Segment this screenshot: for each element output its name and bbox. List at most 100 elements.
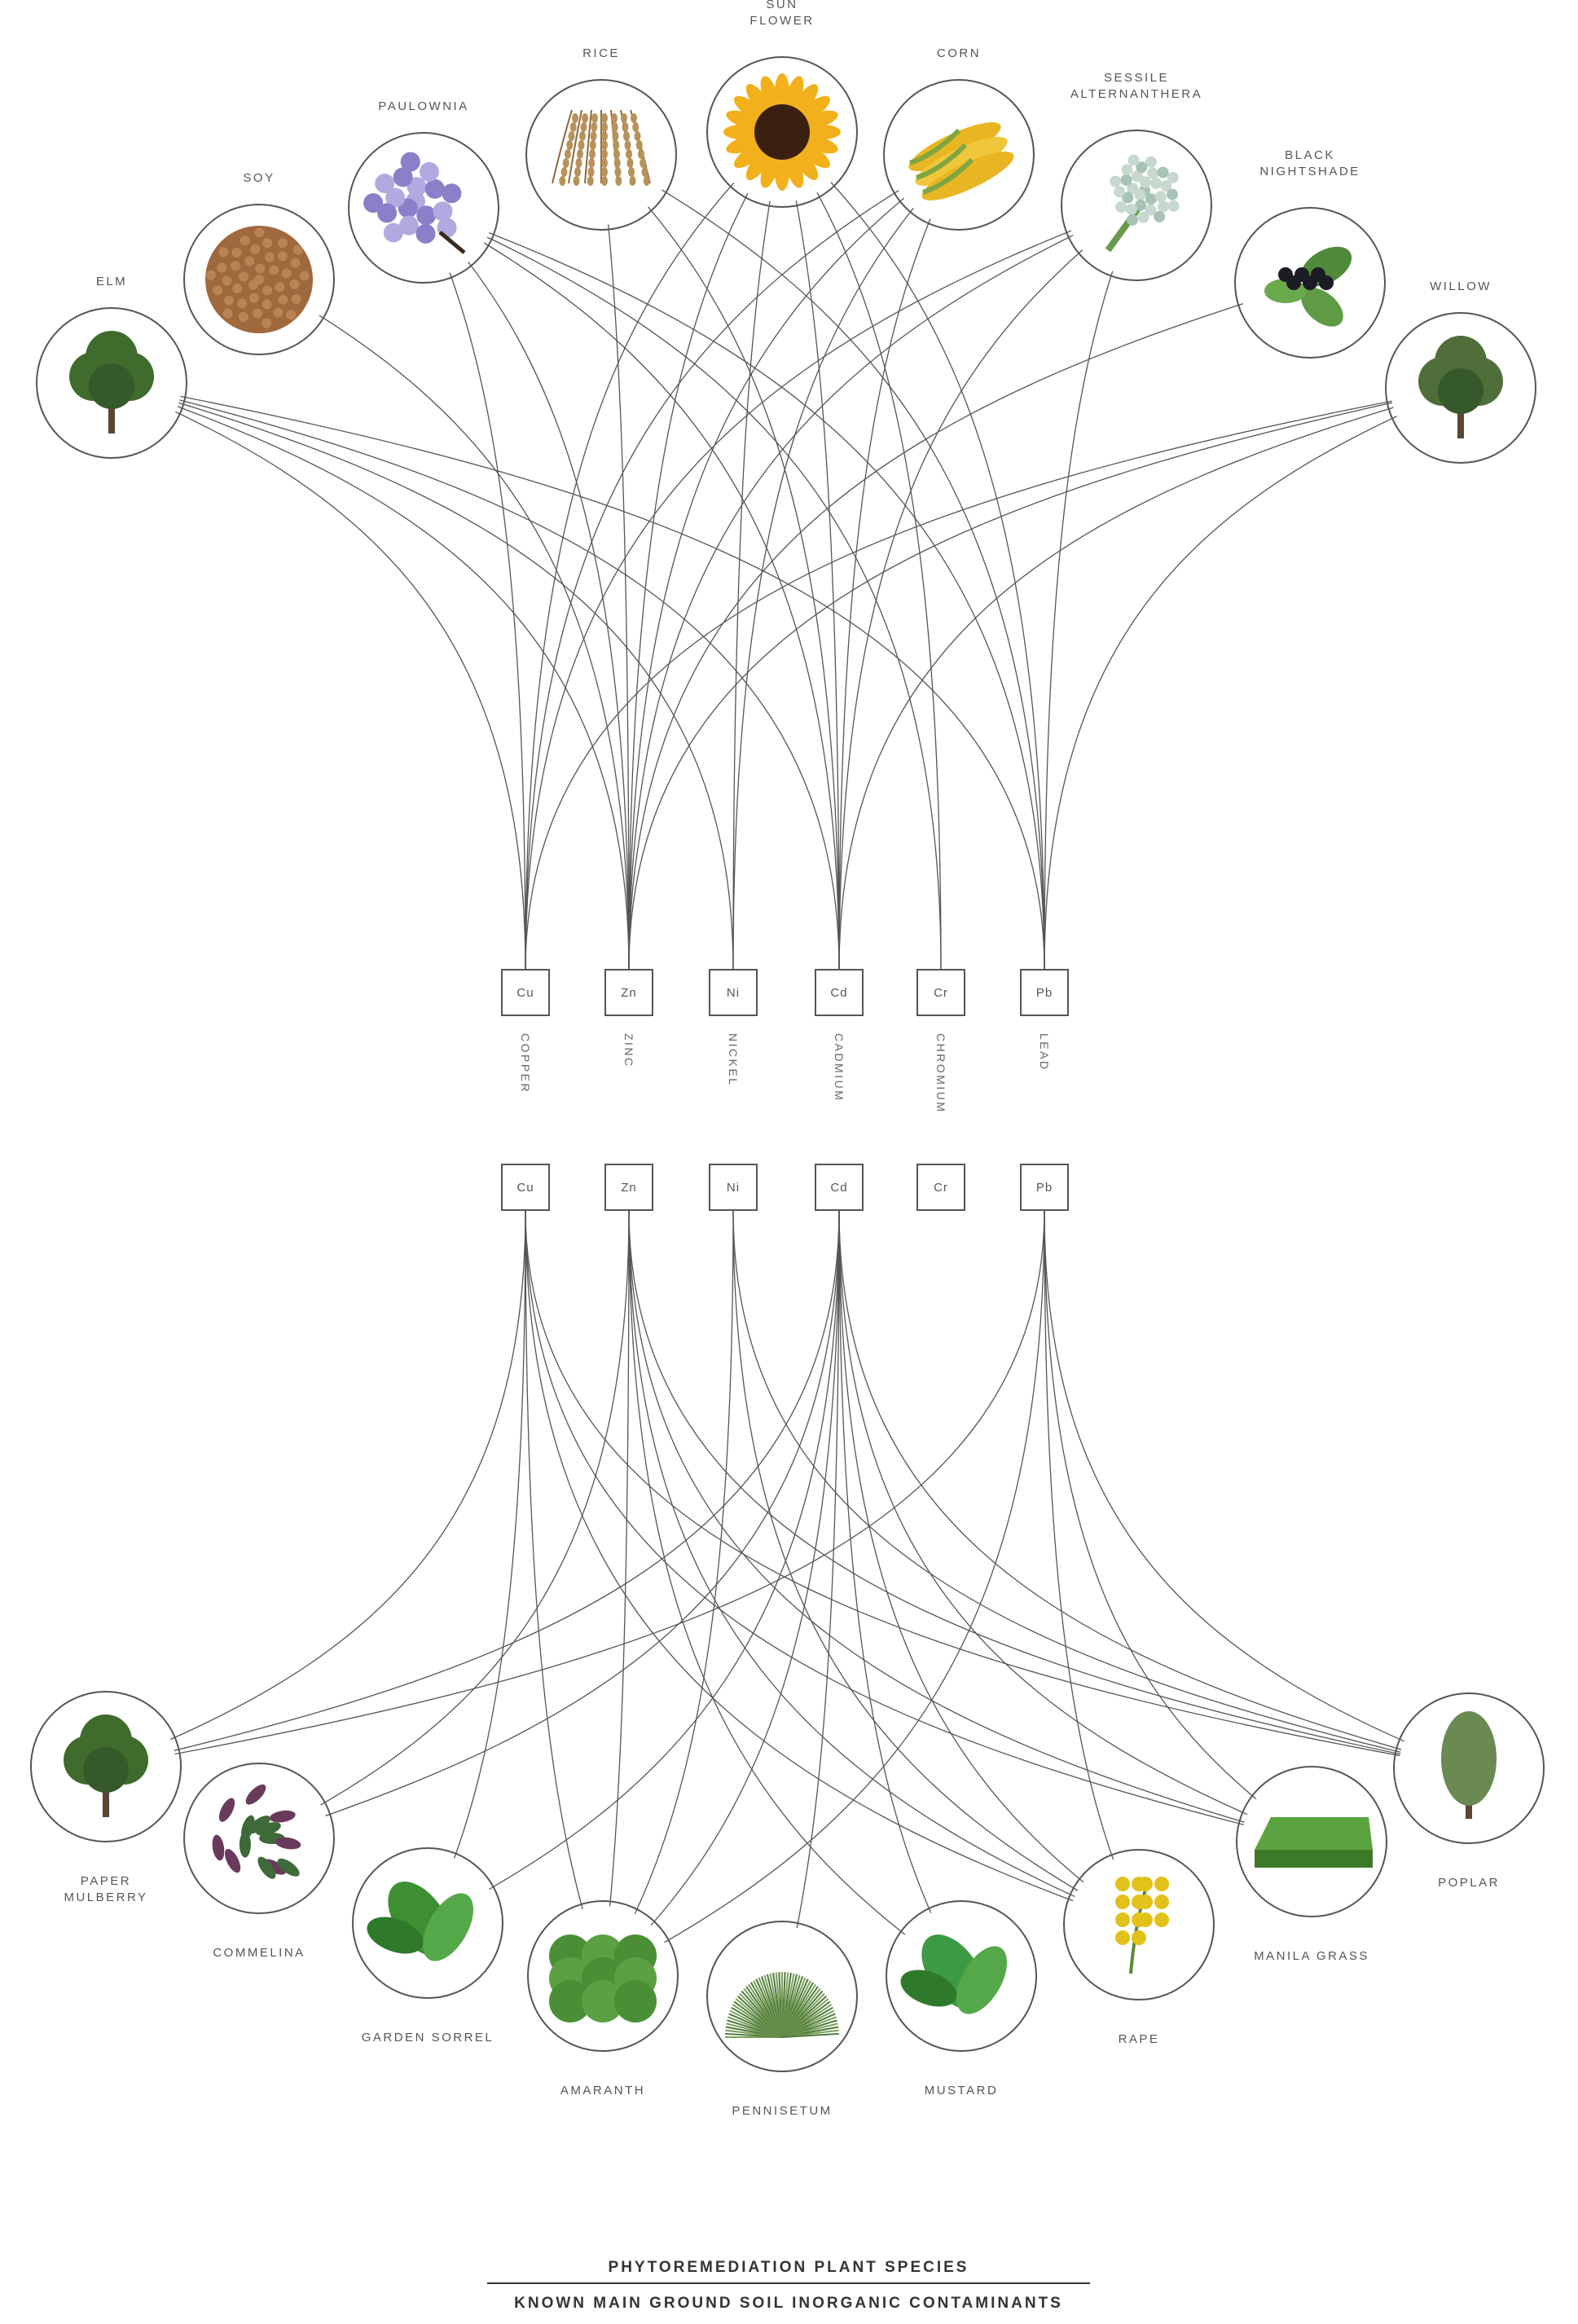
contaminant-box-bottom: Cu bbox=[501, 1164, 550, 1211]
contaminant-box-top: Cd bbox=[815, 969, 864, 1016]
bottom-link bbox=[628, 1209, 962, 1977]
contaminant-symbol: Cu bbox=[516, 1181, 534, 1195]
contaminant-name: ZINC bbox=[622, 1033, 635, 1068]
bottom-link bbox=[1044, 1209, 1470, 1769]
bottom-plant-label-line: COMMELINA bbox=[213, 1946, 305, 1960]
bottom-link bbox=[105, 1209, 840, 1767]
top-link bbox=[600, 154, 840, 971]
top-plant-label-line: FLOWER bbox=[749, 14, 814, 28]
contaminant-symbol: Cr bbox=[934, 986, 948, 1000]
contaminant-symbol: Pb bbox=[1036, 1181, 1053, 1195]
contaminant-box-bottom: Zn bbox=[604, 1164, 653, 1211]
bottom-plant: AMARANTH bbox=[527, 1900, 679, 2097]
top-plant-label-line: WILLOW bbox=[1430, 279, 1492, 293]
bottom-link bbox=[525, 1209, 1312, 1842]
top-link bbox=[732, 154, 960, 971]
contaminant-boxes: CuCuCOPPERZnZnZINCNiNiNICKELCdCdCADMIUMC… bbox=[501, 969, 1069, 1211]
top-link bbox=[111, 382, 840, 971]
bottom-plant-label-line: PAPER bbox=[81, 1874, 131, 1888]
bottom-link bbox=[105, 1209, 526, 1767]
bottom-plant-label-line: MANILA GRASS bbox=[1254, 1949, 1369, 1963]
contaminant-symbol: Ni bbox=[727, 986, 740, 1000]
top-plant-label-line: ELM bbox=[96, 275, 127, 288]
bottom-link bbox=[628, 1209, 1312, 1842]
top-link bbox=[423, 207, 942, 971]
top-link bbox=[628, 131, 783, 971]
rice-icon bbox=[531, 85, 671, 225]
top-link bbox=[628, 205, 1137, 971]
caption-subtitle: KNOWN MAIN GROUND SOIL INORGANIC CONTAMI… bbox=[514, 2295, 1063, 2312]
top-plant-label-line: RICE bbox=[582, 46, 620, 60]
bottom-plant: COMMELINA bbox=[183, 1763, 335, 1960]
contaminant-symbol: Cd bbox=[830, 986, 847, 1000]
bottom-link bbox=[427, 1209, 840, 1924]
top-link bbox=[732, 131, 783, 971]
top-link bbox=[423, 207, 526, 971]
greens-icon bbox=[891, 1906, 1031, 2046]
contaminant-symbol: Zn bbox=[621, 986, 637, 1000]
bottom-plant-label-line: MULBERRY bbox=[64, 1890, 147, 1904]
bottom-link bbox=[628, 1209, 1140, 1926]
leafy-icon bbox=[533, 1906, 673, 2046]
contaminant-box-top: Cu bbox=[501, 969, 550, 1016]
top-plant-label-line: SOY bbox=[243, 171, 275, 185]
top-plant: SOY bbox=[183, 171, 335, 355]
top-link bbox=[258, 279, 630, 971]
bottom-plant: MANILA GRASS bbox=[1236, 1766, 1387, 1963]
top-link bbox=[628, 282, 1311, 971]
tree-icon bbox=[42, 313, 182, 453]
top-plant: CORN bbox=[883, 46, 1035, 231]
bottom-plant-label-line: RAPE bbox=[1119, 2032, 1160, 2046]
top-plant-label-line: ALTERNANTHERA bbox=[1070, 87, 1202, 101]
bottom-plant-label-line: POPLAR bbox=[1438, 1876, 1500, 1890]
yellow-flower-icon bbox=[1069, 1855, 1209, 1995]
top-link bbox=[628, 154, 960, 971]
top-link bbox=[838, 205, 1137, 971]
top-link bbox=[111, 382, 526, 971]
bottom-link bbox=[732, 1209, 1470, 1769]
top-link bbox=[781, 131, 1045, 971]
contaminant-box-top: Pb bbox=[1020, 969, 1069, 1016]
contaminant-symbol: Cd bbox=[830, 1181, 847, 1195]
tree-icon bbox=[36, 1697, 176, 1837]
top-plant-label-line: NIGHTSHADE bbox=[1259, 165, 1360, 178]
contaminant-symbol: Zn bbox=[621, 1181, 637, 1195]
contaminant-symbol: Pb bbox=[1036, 986, 1053, 1000]
bottom-link bbox=[525, 1209, 604, 1977]
top-plant: SUN FLOWER bbox=[706, 0, 858, 208]
top-link bbox=[781, 131, 840, 971]
bottom-link bbox=[258, 1209, 630, 1839]
top-link bbox=[525, 205, 1137, 971]
soybean-icon bbox=[189, 209, 329, 350]
bottom-plant-label-line: GARDEN SORREL bbox=[362, 2031, 494, 2045]
bottom-plant-row: PAPER MULBERRY COMMELINA GARDEN SORREL AMARA… bbox=[30, 1691, 1545, 2118]
contaminant-box-bottom: Cd bbox=[815, 1164, 864, 1211]
top-plant-label-line: PAULOWNIA bbox=[378, 99, 468, 113]
bottom-link bbox=[427, 1209, 526, 1924]
bottom-link bbox=[838, 1209, 962, 1977]
bottom-link bbox=[602, 1209, 734, 1977]
herb-icon bbox=[189, 1768, 329, 1908]
top-plant-row: ELMSOYPAULOWNIARICESUNFLOWERCORNSESSILEA… bbox=[36, 0, 1536, 464]
bottom-plant: POPLAR bbox=[1393, 1692, 1545, 1890]
bottom-link bbox=[628, 1209, 1470, 1769]
top-plant-label-line: CORN bbox=[937, 46, 981, 60]
top-plant-label-line: SUN bbox=[766, 0, 798, 11]
top-link bbox=[600, 154, 1045, 971]
bottom-link bbox=[258, 1209, 840, 1839]
top-link bbox=[1044, 205, 1137, 971]
contaminant-box-bottom: Ni bbox=[709, 1164, 758, 1211]
bottom-plant: RAPE bbox=[1063, 1849, 1215, 2046]
top-plant: ELM bbox=[36, 275, 187, 459]
top-link bbox=[525, 387, 1462, 971]
bottom-link bbox=[732, 1209, 1140, 1926]
bottom-plant-label-line: PENNISETUM bbox=[732, 2104, 832, 2118]
contaminant-name: COPPER bbox=[519, 1033, 532, 1094]
bottom-link bbox=[602, 1209, 1045, 1977]
leaf-icon bbox=[358, 1853, 498, 1993]
top-link bbox=[111, 382, 734, 971]
bottom-link bbox=[602, 1209, 840, 1977]
top-plant: RICE bbox=[525, 46, 677, 231]
bottom-link bbox=[1044, 1209, 1140, 1926]
top-plant: PAULOWNIA bbox=[348, 99, 499, 284]
